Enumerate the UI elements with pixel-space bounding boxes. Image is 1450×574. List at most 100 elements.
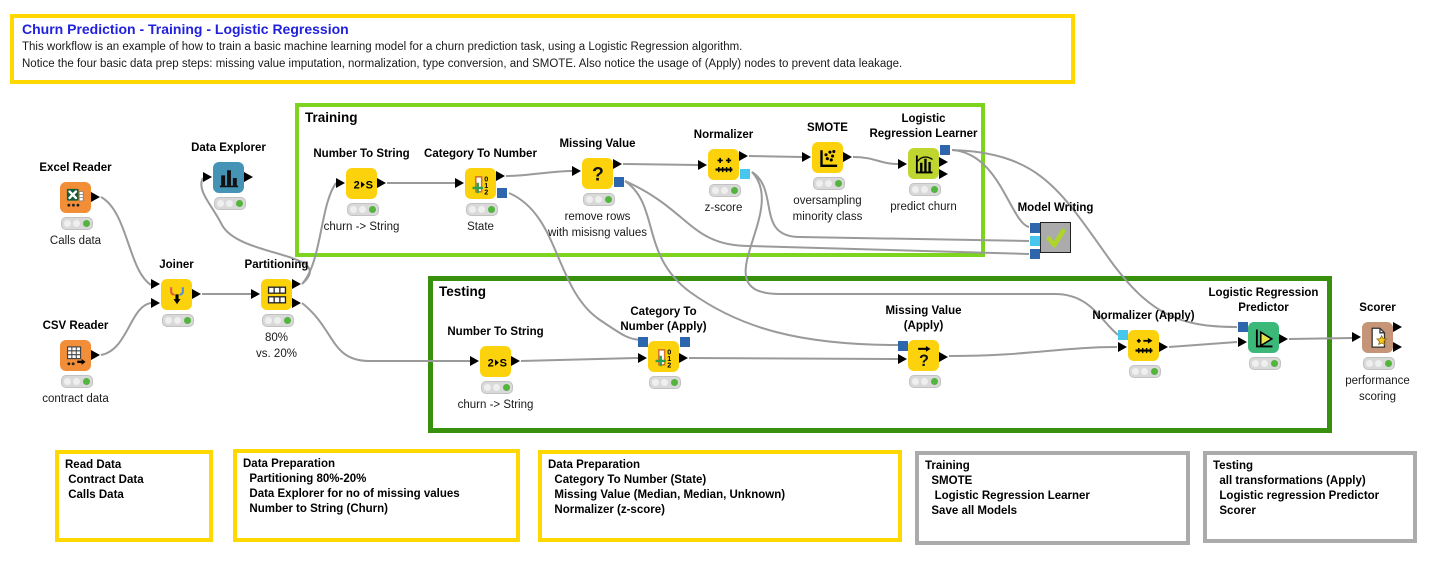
logistic-regression-predictor-node[interactable] <box>1248 322 1279 353</box>
output-port-blue[interactable] <box>613 177 624 187</box>
input-port-cyan[interactable] <box>1117 330 1128 340</box>
annotation-line: Logistic regression Predictor <box>1213 490 1380 502</box>
input-port[interactable] <box>898 159 907 169</box>
input-port[interactable] <box>638 353 647 363</box>
traffic-light <box>648 376 681 389</box>
input-port-blue[interactable] <box>637 337 648 347</box>
output-port[interactable] <box>1393 322 1402 332</box>
input-port[interactable] <box>336 178 345 188</box>
data-explorer-node[interactable] <box>213 162 244 193</box>
output-port[interactable] <box>91 192 100 202</box>
output-port[interactable] <box>613 159 622 169</box>
traffic-light <box>480 381 513 394</box>
output-port[interactable] <box>939 169 948 179</box>
output-port-cyan[interactable] <box>739 169 750 179</box>
smote-label: SMOTE <box>807 122 848 134</box>
workflow-header-annotation[interactable]: Churn Prediction - Training - Logistic R… <box>10 14 1075 84</box>
training-group-label: Training <box>305 110 358 125</box>
annotation-testing-summary[interactable]: Testing all transformations (Apply) Logi… <box>1203 451 1417 543</box>
annotation-data-preparation-1[interactable]: Data Preparation Partitioning 80%-20% Da… <box>233 449 520 542</box>
svg-text:1: 1 <box>667 354 671 362</box>
wire-excel-reader-to-joiner <box>100 196 152 286</box>
output-port[interactable] <box>679 353 688 363</box>
output-port[interactable] <box>292 298 301 308</box>
model-writing-node[interactable] <box>1040 222 1071 253</box>
output-port-blue[interactable] <box>939 145 950 155</box>
output-port[interactable] <box>496 171 505 181</box>
wire-csv-reader-to-joiner <box>100 302 152 356</box>
input-port[interactable] <box>251 289 260 299</box>
smote-node[interactable] <box>812 142 843 173</box>
input-port[interactable] <box>802 152 811 162</box>
output-port[interactable] <box>511 356 520 366</box>
input-port[interactable] <box>698 160 707 170</box>
output-port[interactable] <box>1393 342 1402 352</box>
scorer-node[interactable] <box>1362 322 1393 353</box>
traffic-dot <box>226 200 233 207</box>
annotation-training-summary[interactable]: Training SMOTE Logistic Regression Learn… <box>915 451 1190 545</box>
wire-category-to-number-training-to-category-to-number-apply <box>508 192 644 341</box>
output-port[interactable] <box>1279 334 1288 344</box>
input-port[interactable] <box>203 172 212 182</box>
output-port[interactable] <box>1159 342 1168 352</box>
partitioning-node[interactable] <box>261 279 292 310</box>
logistic-regression-learner-node[interactable] <box>908 148 939 179</box>
input-port[interactable] <box>898 354 907 364</box>
traffic-dot <box>82 378 90 385</box>
input-port-blue[interactable] <box>1237 322 1248 332</box>
annotation-data-preparation-2[interactable]: Data Preparation Category To Number (Sta… <box>538 450 902 542</box>
input-port[interactable] <box>151 279 160 289</box>
testing-group-box[interactable]: Testing <box>428 276 1332 433</box>
annotation-line: Data Explorer for no of missing values <box>243 488 460 500</box>
normalizer-training-node[interactable] <box>708 149 739 180</box>
output-port-blue[interactable] <box>679 337 690 347</box>
output-port-blue[interactable] <box>496 188 507 198</box>
output-port[interactable] <box>244 172 253 182</box>
traffic-dot <box>174 317 181 324</box>
output-port[interactable] <box>91 350 100 360</box>
input-port-blue[interactable] <box>897 341 908 351</box>
input-port[interactable] <box>572 166 581 176</box>
output-port[interactable] <box>292 279 301 289</box>
input-port[interactable] <box>455 178 464 188</box>
excel-reader-node[interactable] <box>60 182 91 213</box>
input-port[interactable] <box>1118 342 1127 352</box>
missing-value-training-node[interactable]: ? <box>582 158 613 189</box>
wire-logistic-regression-learner-to-model-writing <box>951 149 1030 228</box>
svg-text:S: S <box>365 179 372 191</box>
output-port[interactable] <box>739 151 748 161</box>
input-port-blue[interactable] <box>1029 249 1040 259</box>
output-port[interactable] <box>377 178 386 188</box>
input-port[interactable] <box>470 356 479 366</box>
output-port[interactable] <box>192 289 201 299</box>
workflow-description-line2: Notice the four basic data prep steps: m… <box>22 57 903 70</box>
wire-category-to-number-apply-to-missing-value-apply <box>688 357 899 360</box>
input-port[interactable] <box>151 298 160 308</box>
output-port[interactable] <box>843 152 852 162</box>
wire-normalizer-training-to-model-writing <box>751 171 1030 242</box>
input-port[interactable] <box>1238 337 1247 347</box>
input-port-blue[interactable] <box>1029 223 1040 233</box>
output-port[interactable] <box>939 352 948 362</box>
normalizer-apply-label: Normalizer (Apply) <box>1092 310 1195 322</box>
csv-reader-node[interactable] <box>60 340 91 371</box>
input-port-cyan[interactable] <box>1029 236 1040 246</box>
input-port[interactable] <box>1352 332 1361 342</box>
predictor-icon <box>1251 325 1277 351</box>
annotation-line: Partitioning 80%-20% <box>243 473 367 485</box>
missing-value-apply-label: Missing Value (Apply) <box>885 305 962 332</box>
output-port[interactable] <box>939 157 948 167</box>
joiner-node[interactable] <box>161 279 192 310</box>
training-group-box[interactable]: Training <box>295 103 985 257</box>
annotation-read-data[interactable]: Read Data Contract Data Calls Data <box>55 450 213 542</box>
normalizer-apply-node[interactable] <box>1128 330 1159 361</box>
traffic-dot <box>82 220 90 227</box>
missing-value-apply-node[interactable]: ? <box>908 340 939 371</box>
traffic-light <box>908 375 941 388</box>
traffic-dot <box>73 220 80 227</box>
